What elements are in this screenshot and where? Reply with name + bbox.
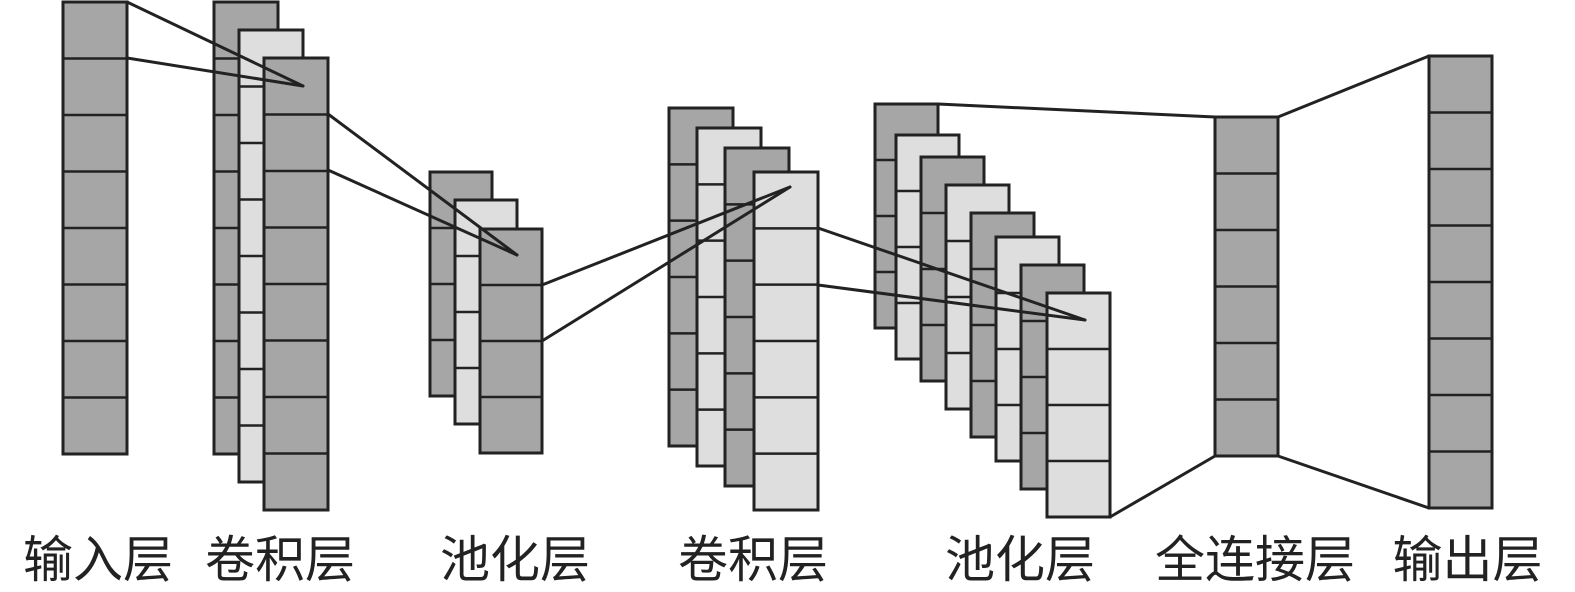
pool1-map-3 <box>478 227 544 455</box>
connection-line <box>125 0 305 88</box>
fc-layer-label: 全连接层 <box>1155 531 1355 589</box>
fc-layer-column <box>1213 115 1280 458</box>
connection-line <box>326 168 519 257</box>
connection-line <box>540 185 792 287</box>
pool2-map-8 <box>1045 291 1112 519</box>
conv1-map-3 <box>262 56 330 512</box>
input-layer-column <box>61 0 129 456</box>
output-layer-label: 输出层 <box>1392 531 1543 589</box>
connection-line <box>125 56 305 88</box>
conv2-layer-label: 卷积层 <box>678 531 828 589</box>
output-layer-column <box>1427 54 1494 510</box>
connection-line <box>1108 454 1217 519</box>
conv1-layer-label: 卷积层 <box>205 531 355 589</box>
connection-line <box>1276 54 1431 119</box>
connection-line <box>540 185 792 343</box>
input-layer-label: 输入层 <box>23 531 173 589</box>
connection-line <box>936 102 1217 119</box>
connection-line <box>816 283 1087 322</box>
conv2-map-4 <box>752 170 820 512</box>
connection-line <box>1276 454 1431 510</box>
pool1-layer-label: 池化层 <box>440 531 590 589</box>
connection-line <box>326 112 519 257</box>
pool2-layer-label: 池化层 <box>945 531 1095 589</box>
connection-line <box>816 226 1087 322</box>
